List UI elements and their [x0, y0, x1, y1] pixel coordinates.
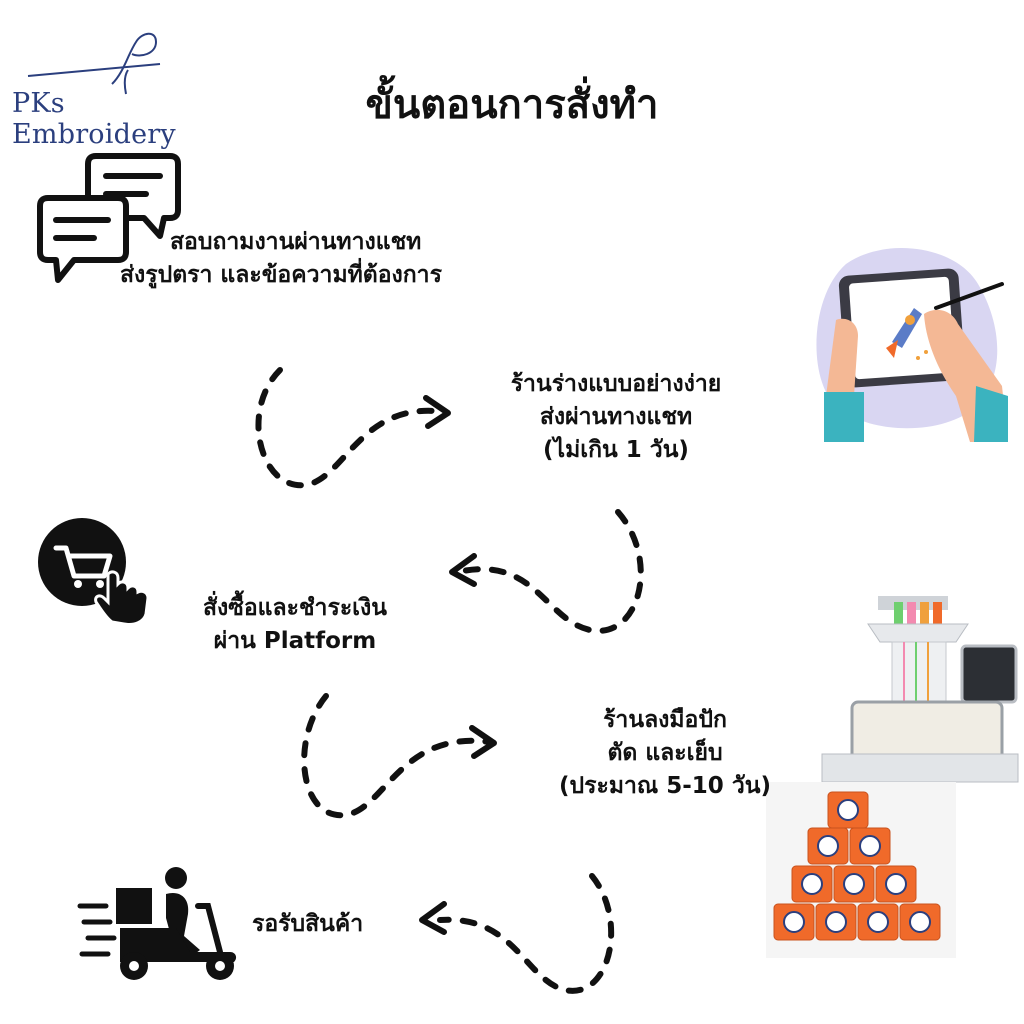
delivery-scooter-icon	[77, 867, 237, 980]
embroidery-machine-photo	[766, 596, 1019, 958]
step-line: (ไม่เกิน 1 วัน)	[543, 437, 689, 463]
step-line: ส่งรูปตรา และข้อความที่ต้องการ	[120, 262, 442, 288]
step-line: ร้านลงมือปัก	[603, 707, 727, 733]
step-4-text: ร้านลงมือปัก ตัด และเย็บ (ประมาณ 5-10 วั…	[510, 704, 820, 803]
step-1-text: สอบถามงานผ่านทางแชท ส่งรูปตรา และข้อความ…	[120, 226, 442, 292]
step-3-text: สั่งซื้อและชำระเงิน ผ่าน Platform	[150, 592, 440, 658]
step-line: ร้านร่างแบบอย่างง่าย	[510, 371, 722, 397]
shopping-cart-tap-icon	[38, 518, 150, 626]
step-line: สั่งซื้อและชำระเงิน	[202, 595, 387, 621]
brand-name: PKs Embroidery	[12, 88, 176, 150]
needle-thread-icon	[27, 32, 161, 95]
step-line: (ประมาณ 5-10 วัน)	[559, 773, 771, 799]
page-title: ขั้นตอนการสั่งทำ	[365, 82, 659, 128]
step-line: รอรับสินค้า	[252, 911, 364, 937]
step-line: ส่งผ่านทางแชท	[539, 404, 693, 430]
step-line: สอบถามงานผ่านทางแชท	[170, 229, 422, 255]
step-5-text: รอรับสินค้า	[252, 908, 363, 941]
step-2-text: ร้านร่างแบบอย่างง่าย ส่งผ่านทางแชท (ไม่เ…	[466, 368, 766, 467]
step-line: ตัด และเย็บ	[607, 740, 723, 766]
chat-bubbles-icon	[37, 153, 181, 283]
tablet-drawing-illustration	[816, 247, 1008, 442]
step-line: ผ่าน Platform	[213, 628, 377, 654]
